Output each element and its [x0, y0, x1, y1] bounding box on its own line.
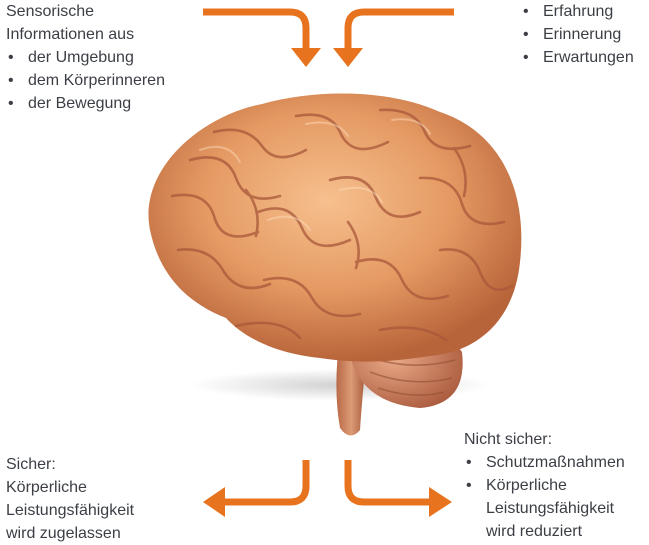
list-item: der Umgebung [6, 46, 165, 69]
arrow-top-right-head [333, 48, 363, 67]
list-item: Schutzmaßnahmen [464, 451, 625, 474]
arrow-top-left-head [291, 48, 321, 67]
unsafe-list: Schutzmaßnahmen Körperliche Leistungsfäh… [464, 451, 625, 543]
arrow-top-left [203, 8, 310, 52]
list-item: der Bewegung [6, 92, 165, 115]
unsafe-heading: Nicht sicher: [464, 431, 553, 448]
sensory-heading-line-1: Sensorische [6, 3, 95, 20]
list-item: Körperliche Leistungsfähigkeit wird redu… [464, 474, 625, 543]
list-item: dem Körperinneren [6, 69, 165, 92]
list-item: Erfahrung [521, 0, 634, 23]
arrow-bottom-left-head [203, 487, 225, 517]
list-item: Erinnerung [521, 23, 634, 46]
output-unsafe-block: Nicht sicher: Schutzmaßnahmen Körperlich… [464, 428, 625, 543]
brain-illustration [148, 93, 522, 436]
safe-line-4: wird zugelassen [6, 525, 121, 542]
input-experience-block: Erfahrung Erinnerung Erwartungen [521, 0, 634, 69]
list-item: Erwartungen [521, 46, 634, 69]
arrow-top-right [344, 8, 454, 52]
input-sensory-block: Sensorische Informationen aus der Umgebu… [6, 0, 165, 115]
arrow-bottom-right-head [429, 487, 452, 517]
safe-line-2: Körperliche [6, 479, 87, 496]
unsafe-item2-line-1: Körperliche [486, 477, 567, 494]
safe-line-3: Leistungsfähigkeit [6, 502, 135, 519]
sensory-heading-line-2: Informationen aus [6, 26, 135, 43]
unsafe-item2-line-3: wird reduziert [486, 523, 583, 540]
sensory-list: der Umgebung dem Körperinneren der Beweg… [6, 46, 165, 115]
arrow-bottom-left [222, 460, 310, 506]
arrow-bottom-right [344, 460, 432, 506]
safe-line-1: Sicher: [6, 456, 56, 473]
unsafe-item2-line-2: Leistungsfähigkeit [486, 500, 615, 517]
output-safe-block: Sicher: Körperliche Leistungsfähigkeit w… [6, 453, 134, 545]
experience-list: Erfahrung Erinnerung Erwartungen [521, 0, 634, 69]
